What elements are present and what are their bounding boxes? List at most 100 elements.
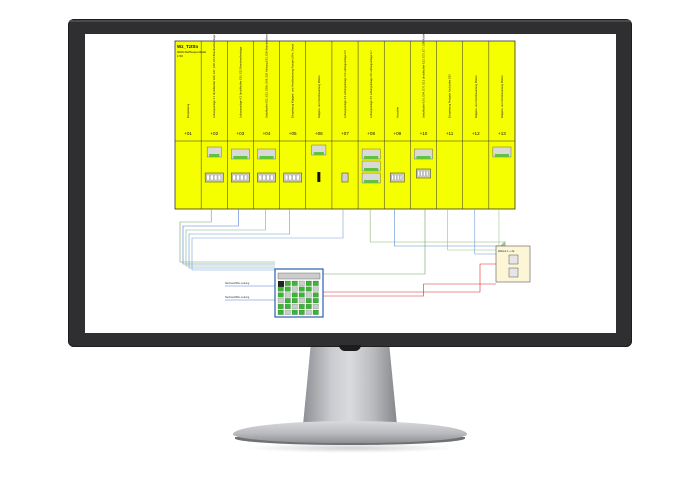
controller-io-slot [305, 286, 312, 292]
remote-device-box[interactable]: Wärme 1 + 2a [495, 245, 531, 283]
column-label: Einspeisung Klappen- und Ventilsteuerung… [291, 44, 295, 118]
controller-io-slot [284, 304, 291, 309]
cabinet-column-02[interactable]: Luftungsanlage 4.1 Umluftkuhler E06, E07… [200, 34, 224, 209]
column-id: +01 [184, 131, 192, 136]
cabinet-column-05[interactable]: Einspeisung Klappen- und Ventilsteuerung… [279, 41, 303, 209]
column-id: +13 [498, 131, 506, 136]
fuse-element [317, 172, 321, 182]
column-label: Luftungsanlage 4.5 Luftungsanlage 4.6 Lu… [369, 50, 373, 118]
cabinet-column-01[interactable]: Einspeisung +01 [184, 103, 192, 136]
column-id: +11 [446, 131, 454, 136]
cabinet-column-11[interactable]: Einspeisung Freigabe Nachtuhler E20 +11 [436, 41, 454, 209]
controller-io-slot [305, 280, 312, 286]
column-id: +06 [315, 131, 323, 136]
controller-io-slot [284, 286, 291, 292]
terminal-slot [397, 174, 400, 181]
controller-io-slot [305, 292, 312, 298]
cabinet-column-10[interactable]: Umluftkuhler E01, E04, E70, E13 Umluftku… [410, 34, 433, 209]
controller-io-slot [298, 298, 305, 304]
cabinet-column-04[interactable]: Umluftkuhler E11, E15, E38c, E09, E20 He… [253, 34, 276, 209]
column-label: Luftungsanlage 4.1 Umluftkuhler E06, E07… [212, 34, 216, 118]
terminal-slot [236, 174, 240, 181]
wiring-diagram[interactable]: Wz_Tzttto 0000-Stöffwupuntktatt 1:50 Ein… [85, 34, 616, 333]
controller-io-slot [298, 309, 305, 315]
controller-io-slot [291, 298, 298, 304]
cabinet-column-03[interactable]: Luftungsanlage 4.2 Umluftkuhler E10, E12… [227, 41, 250, 209]
module-status-led [416, 156, 431, 159]
controller-io-slot [312, 286, 319, 292]
terminal-slot [292, 174, 296, 181]
signal-wire [179, 209, 275, 263]
terminal-slot [244, 174, 248, 181]
controller-io-slot [284, 298, 291, 304]
controller-io-slot [277, 292, 284, 298]
terminal-slot [214, 174, 218, 181]
cabinet-column-13[interactable]: Klappen- und Ventilsteuerung Pfeilen +13 [488, 41, 512, 209]
module-status-led [313, 152, 324, 155]
column-label: Klappen- und Ventilsteuerung Pfeilen [474, 75, 478, 118]
wire-label-2: Netzwerk/Bus Leitung [225, 296, 250, 299]
cabinet-column-07[interactable]: Luftungsanlage 4.3 Luftungsanlage 4.4 Lu… [331, 41, 349, 209]
column-id: +09 [393, 131, 401, 136]
controller-io-slot [291, 292, 298, 298]
terminal-slot [262, 174, 266, 181]
terminal-slot [217, 174, 221, 181]
wire-label-1: Netzwerk/Bus Leitung [225, 282, 250, 285]
terminal-slot [391, 174, 394, 181]
diagram-scale: 1:50 [177, 54, 183, 58]
column-label: Einspeisung [186, 103, 190, 118]
module-status-led [233, 156, 248, 159]
power-wire [323, 263, 496, 293]
cabinet-column-09[interactable]: Hostuhler+09 [383, 41, 405, 209]
terminal-slot [284, 174, 289, 181]
controller-io-slot [298, 304, 305, 309]
terminal-slot [399, 174, 403, 181]
column-id: +12 [472, 131, 480, 136]
controller-io-slot [291, 304, 298, 309]
controller-io-slot [284, 292, 291, 298]
controller-io-slot [277, 309, 284, 315]
power-wire [323, 283, 496, 297]
column-id: +08 [367, 131, 375, 136]
signal-wire [394, 209, 506, 253]
terminal-slot [394, 174, 397, 181]
controller-io-slot [277, 286, 284, 292]
terminal-slot [296, 174, 300, 181]
screen: Wz_Tzttto 0000-Stöffwupuntktatt 1:50 Ein… [85, 34, 616, 333]
controller-io-slot [305, 309, 312, 315]
remote-device-1 [508, 254, 519, 265]
column-label: Klappen- und Ventilsteuerung Pfeilen [500, 75, 504, 118]
cabinet-column-06[interactable]: Klappen- und Ventilsteuerung Pfeilen +06 [305, 41, 327, 209]
module-status-led [364, 156, 379, 159]
column-label: Einspeisung Freigabe Nachtuhler E20 [448, 74, 452, 118]
column-id: +02 [210, 131, 218, 136]
controller-io-slot [291, 280, 298, 286]
cabinet-column-08[interactable]: Luftungsanlage 4.5 Luftungsanlage 4.6 Lu… [357, 41, 381, 209]
stand-cable-hole [339, 345, 361, 351]
module-status-led [494, 154, 509, 157]
controller-io-slot [291, 286, 298, 292]
column-id: +10 [420, 131, 428, 136]
terminal-slot [266, 174, 270, 181]
central-controller[interactable] [274, 268, 324, 318]
controller-io-slot [277, 304, 284, 309]
terminal-block [341, 172, 349, 183]
controller-io-slot [291, 309, 298, 315]
diagram-subtitle: 0000-Stöffwupuntktatt [177, 50, 206, 54]
signal-wire [191, 209, 344, 271]
controller-io-slot [305, 304, 312, 309]
signal-wire [182, 209, 275, 265]
controller-io-slot [298, 292, 305, 298]
wire-label-group: Netzwerk/Bus Leitung Netzwerk/Bus Leitun… [225, 282, 250, 299]
remote-device-2 [508, 267, 519, 278]
terminal-slot [420, 170, 423, 177]
terminal-slot [232, 174, 236, 181]
terminal-slot [423, 170, 426, 177]
diagram-title: Wz_Tzttto [177, 44, 198, 49]
terminal-slot [426, 170, 429, 177]
signal-wire [188, 209, 290, 269]
column-label: Umluftkuhler E01, E04, E70, E13 Umluftku… [421, 34, 425, 118]
cabinet-column-12[interactable]: Klappen- und Ventilsteuerung Pfeilen +12 [462, 41, 480, 209]
column-label: Klappen- und Ventilsteuerung Pfeilen [317, 75, 321, 118]
controller-io-slot [298, 286, 305, 292]
